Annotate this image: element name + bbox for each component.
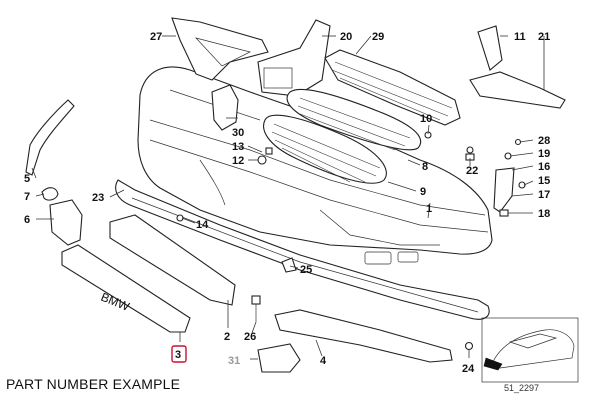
callout-6: 6 (24, 214, 30, 226)
callout-12: 12 (232, 155, 244, 167)
callout-29: 29 (372, 31, 384, 43)
air-duct (257, 19, 331, 97)
lower-spoiler (115, 179, 490, 320)
callout-10: 10 (420, 113, 432, 125)
callout-17: 17 (538, 189, 550, 201)
reference-code: 51_2297 (504, 383, 540, 393)
callout-15: 15 (538, 175, 550, 187)
side-bracket (49, 199, 83, 246)
hardware (176, 131, 526, 351)
right-bracket (469, 25, 566, 109)
kidney-grille-lower (263, 114, 387, 184)
callout-3: 3 (175, 349, 181, 361)
upper-reinforcement (171, 17, 269, 81)
callout-5: 5 (24, 173, 30, 185)
callout-1: 1 (426, 203, 432, 215)
lower-trim (274, 309, 453, 363)
callout-13: 13 (232, 141, 244, 153)
callout-14: 14 (196, 219, 209, 231)
callout-31: 31 (228, 355, 240, 367)
callout-30: 30 (232, 127, 244, 139)
impact-absorber (109, 214, 236, 306)
leader-lines (31, 35, 545, 360)
caption: PART NUMBER EXAMPLE (6, 376, 181, 392)
grille-mesh (324, 49, 461, 126)
kidney-grille-upper (286, 88, 422, 151)
callout-7: 7 (24, 191, 30, 203)
callout-9: 9 (420, 186, 426, 198)
callout-16: 16 (538, 161, 550, 173)
callout-18: 18 (538, 208, 550, 220)
callout-21: 21 (538, 31, 550, 43)
side-strip-left (25, 99, 75, 176)
callout-26: 26 (244, 331, 256, 343)
fog-cover (257, 343, 301, 373)
callout-25: 25 (300, 264, 312, 276)
bolt-26 (251, 295, 261, 322)
callout-4: 4 (320, 355, 327, 367)
callout-23: 23 (92, 192, 104, 204)
callout-2: 2 (224, 331, 230, 343)
callout-24: 24 (462, 363, 475, 375)
callout-8: 8 (422, 161, 428, 173)
callout-27: 27 (150, 31, 162, 43)
callout-20: 20 (340, 31, 352, 43)
car-thumbnail (481, 317, 579, 383)
callout-28: 28 (538, 135, 550, 147)
bracket-30 (211, 84, 239, 131)
callout-22: 22 (466, 165, 478, 177)
clip-7 (41, 187, 59, 201)
callout-labels: 27 20 29 11 21 10 30 13 12 8 9 1 22 28 1… (24, 31, 550, 375)
highlight-box-3 (171, 345, 187, 363)
callout-11: 11 (514, 31, 526, 43)
callout-19: 19 (538, 148, 550, 160)
